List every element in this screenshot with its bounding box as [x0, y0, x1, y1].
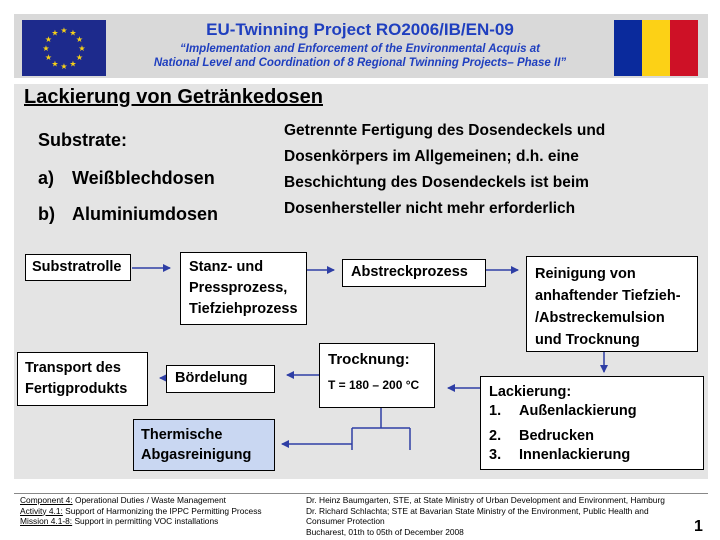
svg-text:★: ★	[45, 35, 52, 44]
footer-right: Dr. Heinz Baumgarten, STE, at State Mini…	[306, 495, 665, 537]
lackierung-box: Lackierung: 1.Außenlackierung 2.Bedrucke…	[480, 376, 704, 470]
abstreckprozess-box: Abstreckprozess	[342, 259, 486, 287]
substrate-item-b: b)Aluminiumdosen	[38, 204, 219, 224]
separate-production-note: Getrennte Fertigung des Dosendeckels und…	[284, 122, 606, 217]
reinigung-box: Reinigung von anhaftender Tiefzieh- /Abs…	[526, 256, 698, 352]
svg-text:★: ★	[69, 29, 76, 38]
svg-text:★: ★	[76, 35, 83, 44]
page-number: 1	[694, 518, 703, 535]
svg-text:★: ★	[76, 53, 83, 62]
svg-text:★: ★	[69, 60, 76, 69]
boerdelung-box: Bördelung	[166, 365, 275, 393]
substrate-heading: Substrate:	[38, 130, 128, 150]
transport-box: Transport des Fertigprodukts	[17, 352, 148, 406]
footer-left: Component 4: Operational Duties / Waste …	[20, 495, 262, 527]
trocknung-box: Trocknung: T = 180 – 200 °C	[319, 343, 435, 408]
svg-text:★: ★	[45, 53, 52, 62]
svg-text:★: ★	[60, 62, 67, 71]
header-banner	[14, 14, 708, 78]
svg-text:★: ★	[51, 60, 58, 69]
romania-flag-icon	[614, 20, 698, 76]
svg-text:★: ★	[51, 29, 58, 38]
thermische-abgasreinigung-box: Thermische Abgasreinigung	[133, 419, 275, 471]
slide-title: Lackierung von Getränkedosen	[24, 86, 323, 108]
project-title: EU-Twinning Project RO2006/IB/EN-09	[206, 20, 514, 39]
project-subtitle: “Implementation and Enforcement of the E…	[153, 43, 567, 69]
stanz-press-box: Stanz- und Pressprozess, Tiefziehprozess	[180, 252, 307, 325]
svg-text:★: ★	[42, 44, 49, 53]
substrate-item-a: a)Weißblechdosen	[38, 168, 215, 188]
substratrolle-box: Substratrolle	[25, 254, 131, 281]
svg-text:★: ★	[78, 44, 85, 53]
footer-divider	[14, 493, 708, 494]
eu-flag-icon: ★ ★ ★ ★ ★ ★ ★ ★ ★ ★ ★ ★	[22, 20, 106, 76]
svg-text:★: ★	[60, 26, 67, 35]
